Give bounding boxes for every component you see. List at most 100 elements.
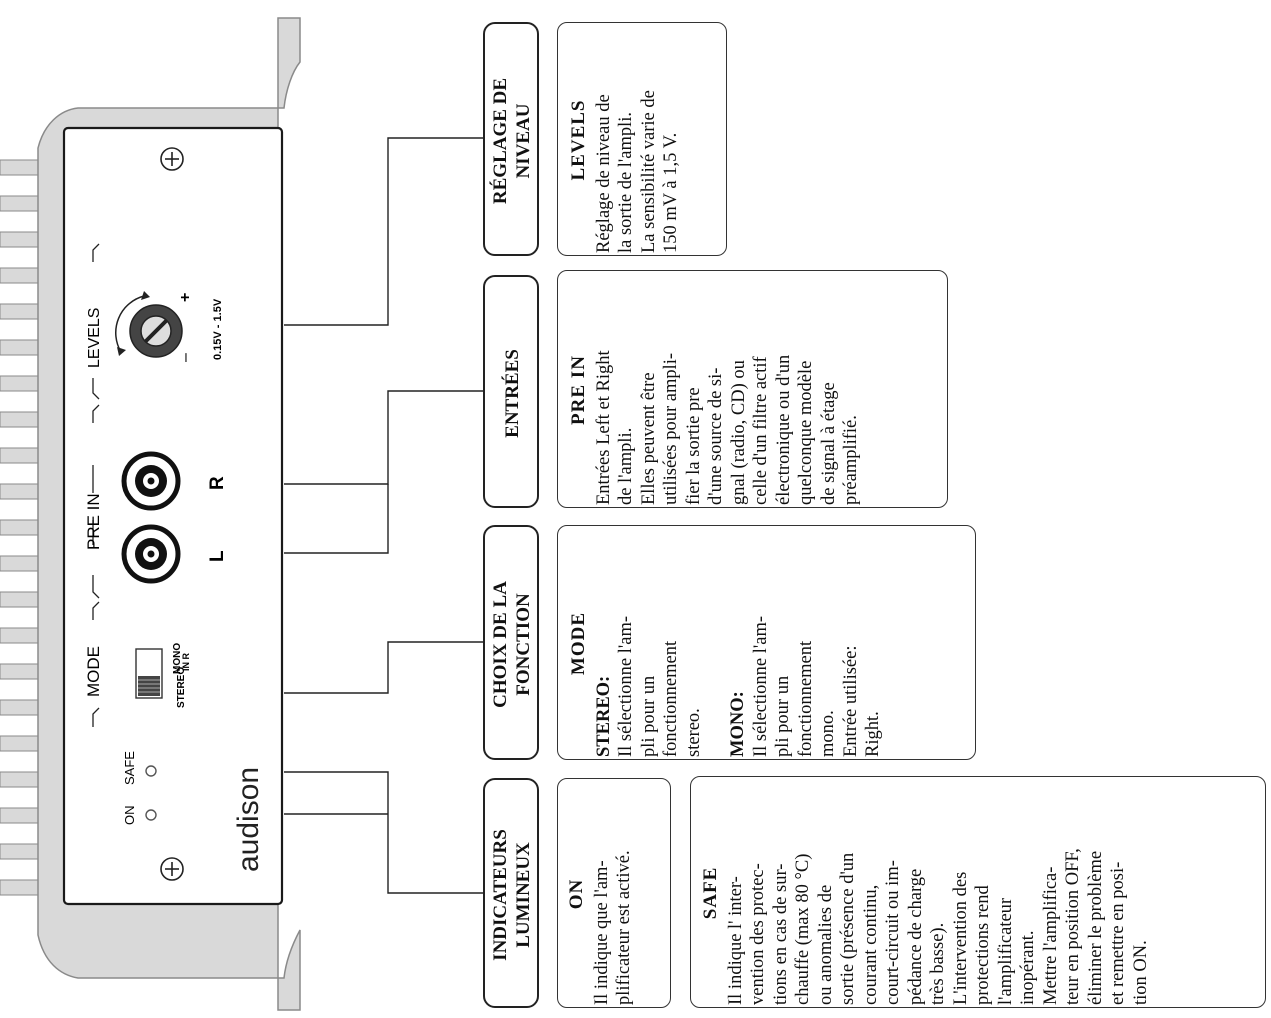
pre-in-description-box: PRE IN Entrées Left et Right de l'ampli.… bbox=[557, 270, 948, 508]
safe-line: pédance de charge bbox=[905, 868, 926, 1005]
heatsink-fin bbox=[0, 303, 41, 320]
safe-description-box: SAFE Il indique l' inter- vention des pr… bbox=[690, 776, 1266, 1008]
pre-in-line: de signal à étage bbox=[818, 382, 839, 505]
heatsink-fins bbox=[0, 159, 41, 896]
pre-in-line: gnal (radio, CD) ou bbox=[728, 360, 749, 505]
brand-logo: audison bbox=[232, 767, 265, 872]
header-entrees-box: ENTRÉES bbox=[483, 275, 539, 508]
safe-line: sortie (présence d'un bbox=[838, 852, 858, 1005]
mono-line: Right. bbox=[863, 711, 883, 757]
levels-line: 150 mV à 1,5 V. bbox=[661, 132, 681, 253]
header-choix-line1: CHOIX DE LA bbox=[490, 581, 511, 708]
pre-in-title: PRE IN bbox=[568, 355, 589, 425]
heatsink-fin bbox=[0, 483, 41, 500]
pre-in-line: Elles peuvent être bbox=[638, 372, 659, 505]
pre-in-line: Entrées Left et Right bbox=[593, 350, 614, 505]
heatsink-fin bbox=[0, 375, 41, 392]
pre-in-line: d'une source de si- bbox=[706, 367, 726, 505]
stereo-line: pli pour un bbox=[638, 675, 659, 757]
header-reglage-line2: NIVEAU bbox=[513, 103, 534, 179]
header-indicateurs-box: INDICATEURS LUMINEUX bbox=[483, 778, 539, 1008]
stereo-label: STEREO bbox=[176, 667, 187, 708]
level-knob[interactable] bbox=[115, 291, 183, 358]
screw-top-icon bbox=[160, 147, 184, 171]
header-indicateurs-line2: LUMINEUX bbox=[513, 842, 534, 948]
mono-line: Entrée utilisée: bbox=[840, 645, 861, 757]
pre-in-line: utilisées pour ampli- bbox=[661, 352, 681, 505]
heatsink-fin bbox=[0, 519, 41, 536]
header-reglage-box: RÉGLAGE DE NIVEAU bbox=[483, 22, 539, 256]
mode-title: MODE bbox=[568, 611, 589, 676]
pre-in-line: préamplifié. bbox=[841, 415, 861, 505]
safe-line: Il indique l' inter- bbox=[725, 876, 746, 1005]
on-title: ON bbox=[566, 878, 587, 910]
heatsink-fin bbox=[0, 627, 41, 644]
heatsink-fin bbox=[0, 267, 41, 284]
on-label: ON bbox=[122, 806, 137, 826]
rca-jack-left[interactable] bbox=[121, 524, 181, 584]
header-choix-box: CHOIX DE LA FONCTION bbox=[483, 525, 539, 760]
heatsink-fin bbox=[0, 447, 41, 464]
safe-line: éliminer le problème bbox=[1085, 850, 1106, 1005]
led-safe-indicator bbox=[145, 765, 157, 777]
levels-line: La sensibilité varie de bbox=[638, 90, 659, 253]
safe-line: L'intervention des bbox=[950, 871, 971, 1005]
mono-heading: MONO: bbox=[728, 691, 748, 757]
safe-title: SAFE bbox=[700, 866, 721, 920]
levels-line: Réglage de niveau de bbox=[593, 94, 614, 253]
heatsink-fin bbox=[0, 195, 41, 212]
safe-line: courant continu, bbox=[860, 884, 881, 1005]
panel-brackets bbox=[92, 243, 100, 727]
heatsink-fin bbox=[0, 879, 41, 896]
pre-in-line: quelconque modèle bbox=[796, 360, 816, 505]
pre-in-line: électronique ou d'un bbox=[773, 354, 794, 505]
on-line: Il indique que l'am- bbox=[591, 860, 612, 1005]
stereo-line: Il sélectionne l'am- bbox=[616, 616, 636, 757]
right-channel-label: R bbox=[207, 476, 228, 490]
led-on-indicator bbox=[145, 809, 157, 821]
safe-line: et remettre en posi- bbox=[1108, 861, 1128, 1005]
heatsink-fin bbox=[0, 663, 41, 680]
pre-in-line: celle d'un filtre actif bbox=[751, 356, 771, 505]
range-label: 0.15V - 1.5V bbox=[212, 298, 224, 360]
safe-line: tions en cas de sur- bbox=[770, 863, 791, 1005]
safe-line: très basse). bbox=[928, 922, 948, 1005]
mode-label: MODE bbox=[84, 646, 103, 697]
rca-jack-right[interactable] bbox=[121, 451, 181, 511]
pre-in-label: PRE IN bbox=[84, 493, 103, 550]
heatsink-fin bbox=[0, 843, 41, 860]
heatsink-fin bbox=[0, 735, 41, 752]
mode-description-box: MODE STEREO: Il sélectionne l'am- pli po… bbox=[557, 525, 976, 760]
levels-label: LEVELS bbox=[86, 308, 103, 368]
heatsink-fin bbox=[0, 231, 41, 248]
safe-line: ou anomalies de bbox=[815, 884, 836, 1005]
safe-line: chauffe (max 80 °C) bbox=[793, 853, 813, 1005]
safe-line: teur en position OFF, bbox=[1063, 848, 1083, 1005]
heatsink-fin bbox=[0, 699, 41, 716]
levels-line: la sortie de l'ampli. bbox=[616, 111, 636, 253]
levels-description-box: LEVELS Réglage de niveau de la sortie de… bbox=[557, 22, 727, 256]
on-line: plificateur est activé. bbox=[614, 850, 634, 1005]
mono-line: mono. bbox=[818, 710, 838, 757]
pre-in-line: fier la sortie pre bbox=[683, 387, 704, 505]
front-panel-plate bbox=[62, 126, 284, 906]
minus-label: – bbox=[177, 353, 194, 362]
panel-labels: audison ON SAFE MODE STEREO MONO IN R PR… bbox=[84, 293, 265, 872]
safe-line: court-circuit ou im- bbox=[883, 860, 903, 1005]
safe-line: tion ON. bbox=[1130, 940, 1151, 1005]
heatsink-fin bbox=[0, 591, 41, 608]
callout-lines bbox=[284, 137, 483, 894]
safe-line: vention des protec- bbox=[748, 863, 768, 1005]
header-reglage-line1: RÉGLAGE DE bbox=[490, 77, 511, 205]
mono-line: fonctionnement bbox=[795, 640, 816, 757]
heatsink-fin bbox=[0, 411, 41, 428]
header-entrees-line1: ENTRÉES bbox=[502, 349, 523, 438]
safe-line: protections rend bbox=[973, 885, 993, 1005]
heatsink-fin bbox=[0, 807, 41, 824]
header-choix-line2: FONCTION bbox=[513, 593, 534, 696]
left-channel-label: L bbox=[207, 550, 228, 562]
mode-switch[interactable] bbox=[135, 648, 163, 699]
heatsink-fin bbox=[0, 159, 41, 176]
safe-line: l'amplificateur bbox=[995, 897, 1016, 1005]
